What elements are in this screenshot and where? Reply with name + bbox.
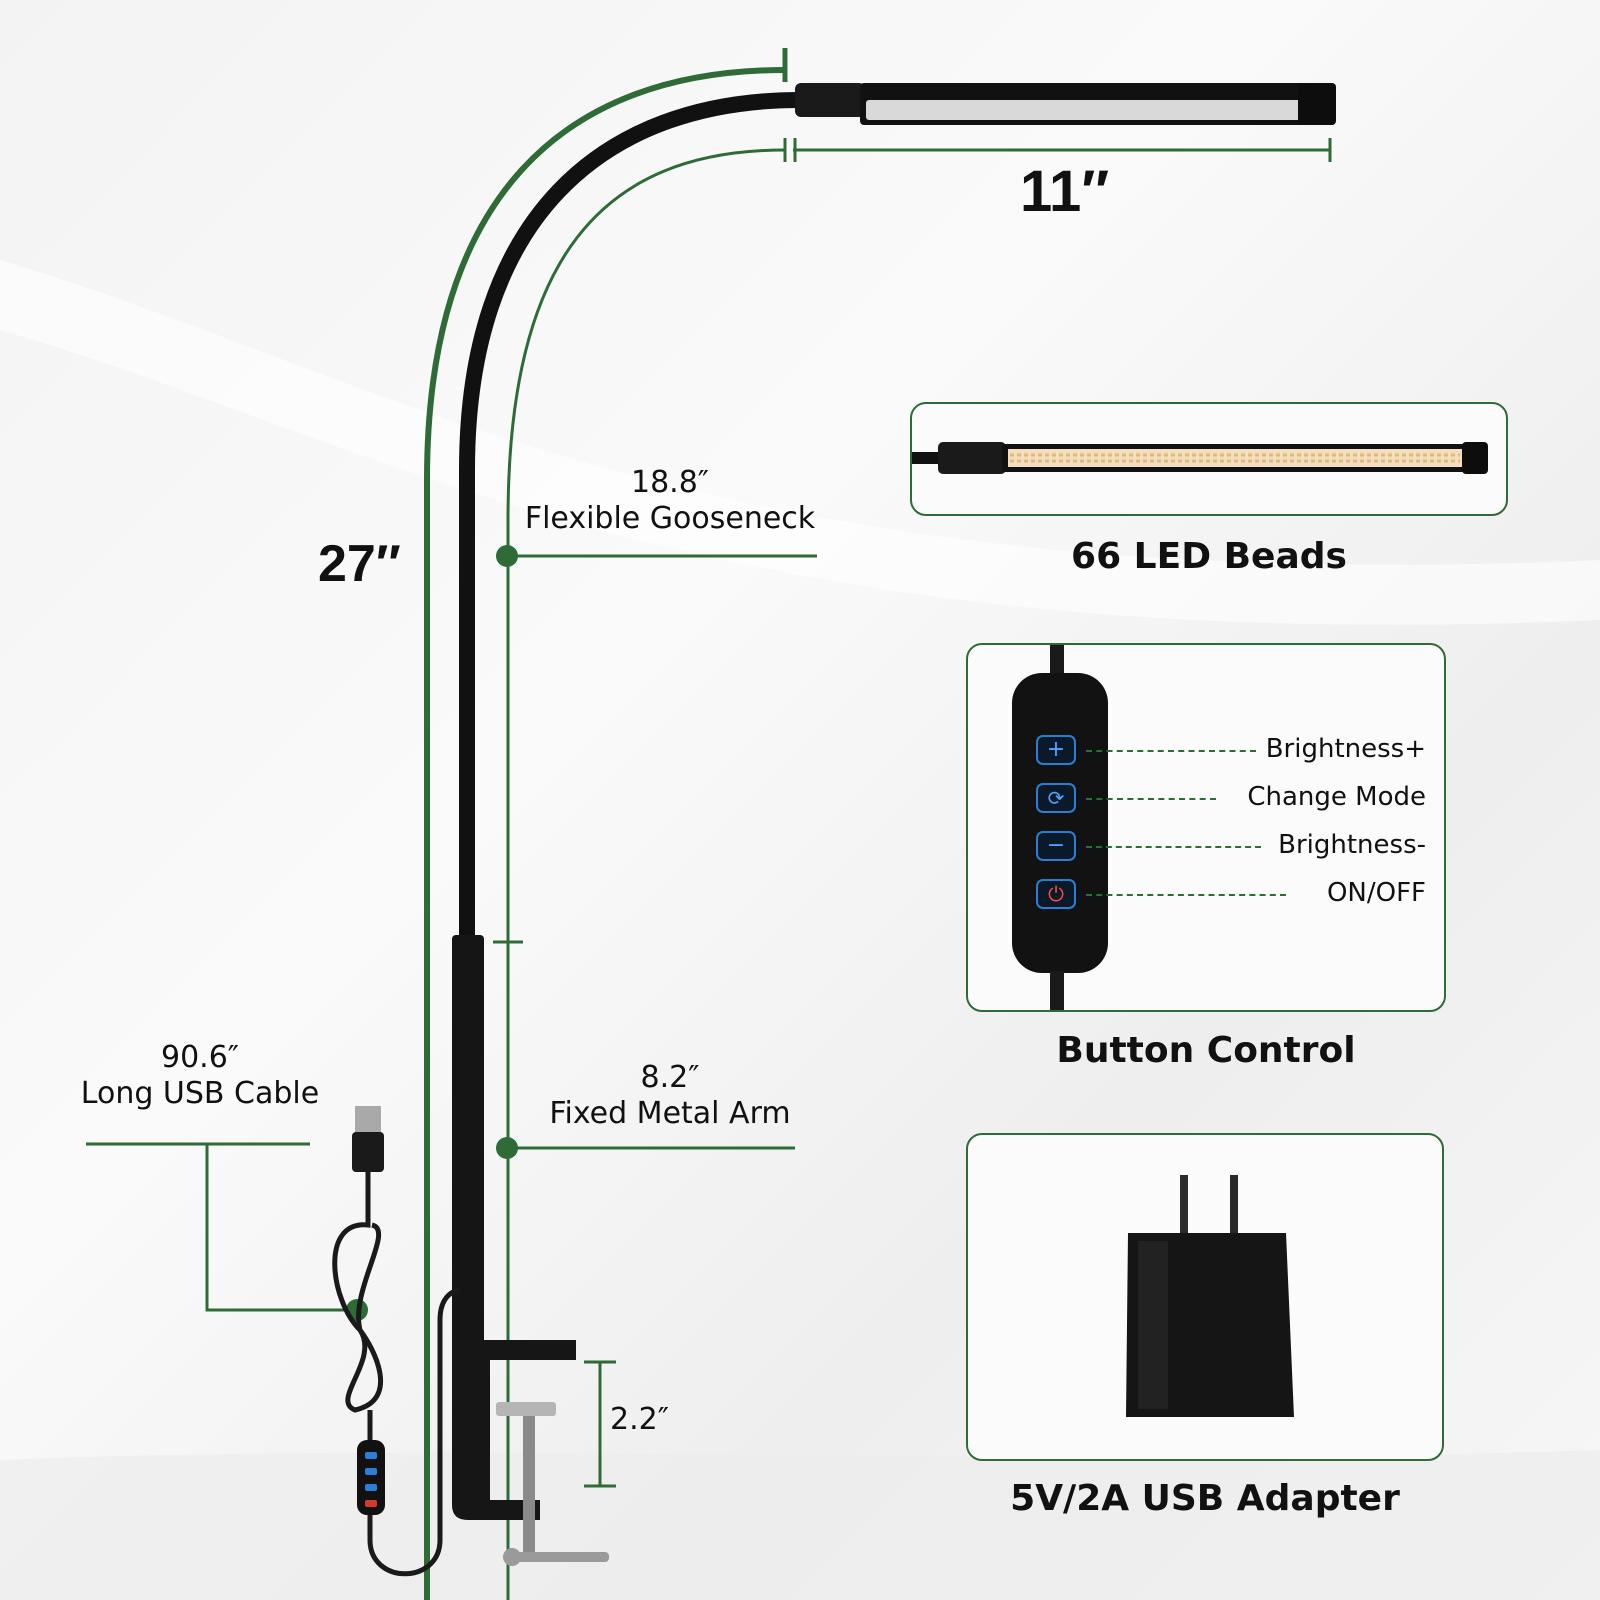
clamp-knob <box>503 1548 521 1566</box>
metal-arm-text: Fixed Metal Arm <box>549 1096 791 1131</box>
control-button-row: ⟳ Change Mode <box>1036 782 1426 817</box>
inline-controller <box>357 1440 385 1515</box>
button-leader <box>1086 798 1216 800</box>
change-mode-button[interactable]: ⟳ <box>1036 783 1076 813</box>
brightness-up-button[interactable]: + <box>1036 735 1076 765</box>
gooseneck-label: 18.8″ Flexible Gooseneck <box>510 465 830 537</box>
usb-cable <box>367 1287 461 1577</box>
lamp-head-cap <box>795 83 865 117</box>
clamp-pad <box>496 1402 556 1416</box>
background-sweep <box>0 260 1600 625</box>
minus-icon: − <box>1046 833 1066 858</box>
gooseneck-leader-dot <box>496 545 518 567</box>
usb-plug-metal <box>355 1106 381 1132</box>
gooseneck <box>459 92 808 948</box>
button-leader <box>1086 750 1256 752</box>
led-bar-cap <box>938 442 1006 474</box>
control-button-row: + Brightness+ <box>1036 734 1426 769</box>
inline-controller-button <box>365 1500 377 1507</box>
controller-cable-top <box>1050 645 1064 673</box>
controller-body <box>1012 673 1108 973</box>
control-panel-title: Button Control <box>1056 1030 1356 1071</box>
led-bar-neck <box>912 452 942 464</box>
power-icon: ⏻ <box>1048 882 1064 906</box>
lamp-head-endcap <box>1298 83 1336 125</box>
total-height-label: 27″ <box>318 535 401 593</box>
clamp-screw <box>523 1405 535 1555</box>
adapter-prong <box>1230 1175 1238 1237</box>
cable-text: Long USB Cable <box>80 1076 320 1111</box>
metal-arm <box>452 935 484 1355</box>
gooseneck-length: 18.8″ <box>630 465 709 500</box>
brightness-down-label: Brightness- <box>1278 830 1426 860</box>
led-bar-endcap <box>1462 442 1488 474</box>
power-label: ON/OFF <box>1326 878 1426 908</box>
adapter-panel-title: 5V/2A USB Adapter <box>1010 1478 1400 1519</box>
controller-image <box>1012 645 1108 1010</box>
metal-arm-length: 8.2″ <box>640 1060 700 1095</box>
brightness-down-button[interactable]: − <box>1036 831 1076 861</box>
adapter-highlight <box>1138 1241 1168 1409</box>
metal-arm-label: 8.2″ Fixed Metal Arm <box>530 1060 810 1132</box>
head-length-label: 11″ <box>1020 159 1110 224</box>
gooseneck-text: Flexible Gooseneck <box>524 501 816 536</box>
cable-label: 90.6″ Long USB Cable <box>60 1040 340 1112</box>
clamp <box>452 1340 576 1520</box>
button-leader <box>1086 894 1286 896</box>
inline-controller-button <box>365 1484 377 1491</box>
arm-leader-dot <box>496 1137 518 1159</box>
plus-icon: + <box>1046 737 1066 762</box>
adapter-prong <box>1180 1175 1188 1237</box>
change-mode-label: Change Mode <box>1247 782 1426 812</box>
brightness-up-label: Brightness+ <box>1265 734 1426 764</box>
inline-controller-button <box>365 1452 377 1459</box>
adapter-panel <box>966 1133 1444 1461</box>
control-button-row: − Brightness- <box>1036 830 1426 865</box>
led-panel-title: 66 LED Beads <box>1071 536 1347 577</box>
inline-controller-button <box>365 1468 377 1475</box>
cable-leader <box>205 1144 357 1312</box>
usb-plug <box>352 1132 384 1172</box>
button-leader <box>1086 846 1261 848</box>
led-bar-image <box>912 442 1488 474</box>
clamp-label: 2.2″ <box>610 1402 669 1437</box>
total-height-guide <box>424 67 786 1600</box>
power-button[interactable]: ⏻ <box>1036 879 1076 909</box>
control-panel <box>966 643 1446 1012</box>
clamp-handle <box>505 1552 609 1562</box>
lamp-head-diffuser <box>866 100 1306 120</box>
usb-cable <box>332 1172 384 1413</box>
controller-cable-bottom <box>1050 971 1064 1010</box>
adapter-image <box>1126 1175 1294 1417</box>
led-panel <box>910 402 1508 516</box>
cycle-icon: ⟳ <box>1047 786 1065 810</box>
cable-length: 90.6″ <box>160 1040 239 1075</box>
control-button-row: ⏻ ON/OFF <box>1036 878 1426 913</box>
led-bar-strip <box>1008 449 1462 467</box>
gooseneck-guide <box>506 148 786 1600</box>
background-sweep <box>0 1450 1600 1600</box>
